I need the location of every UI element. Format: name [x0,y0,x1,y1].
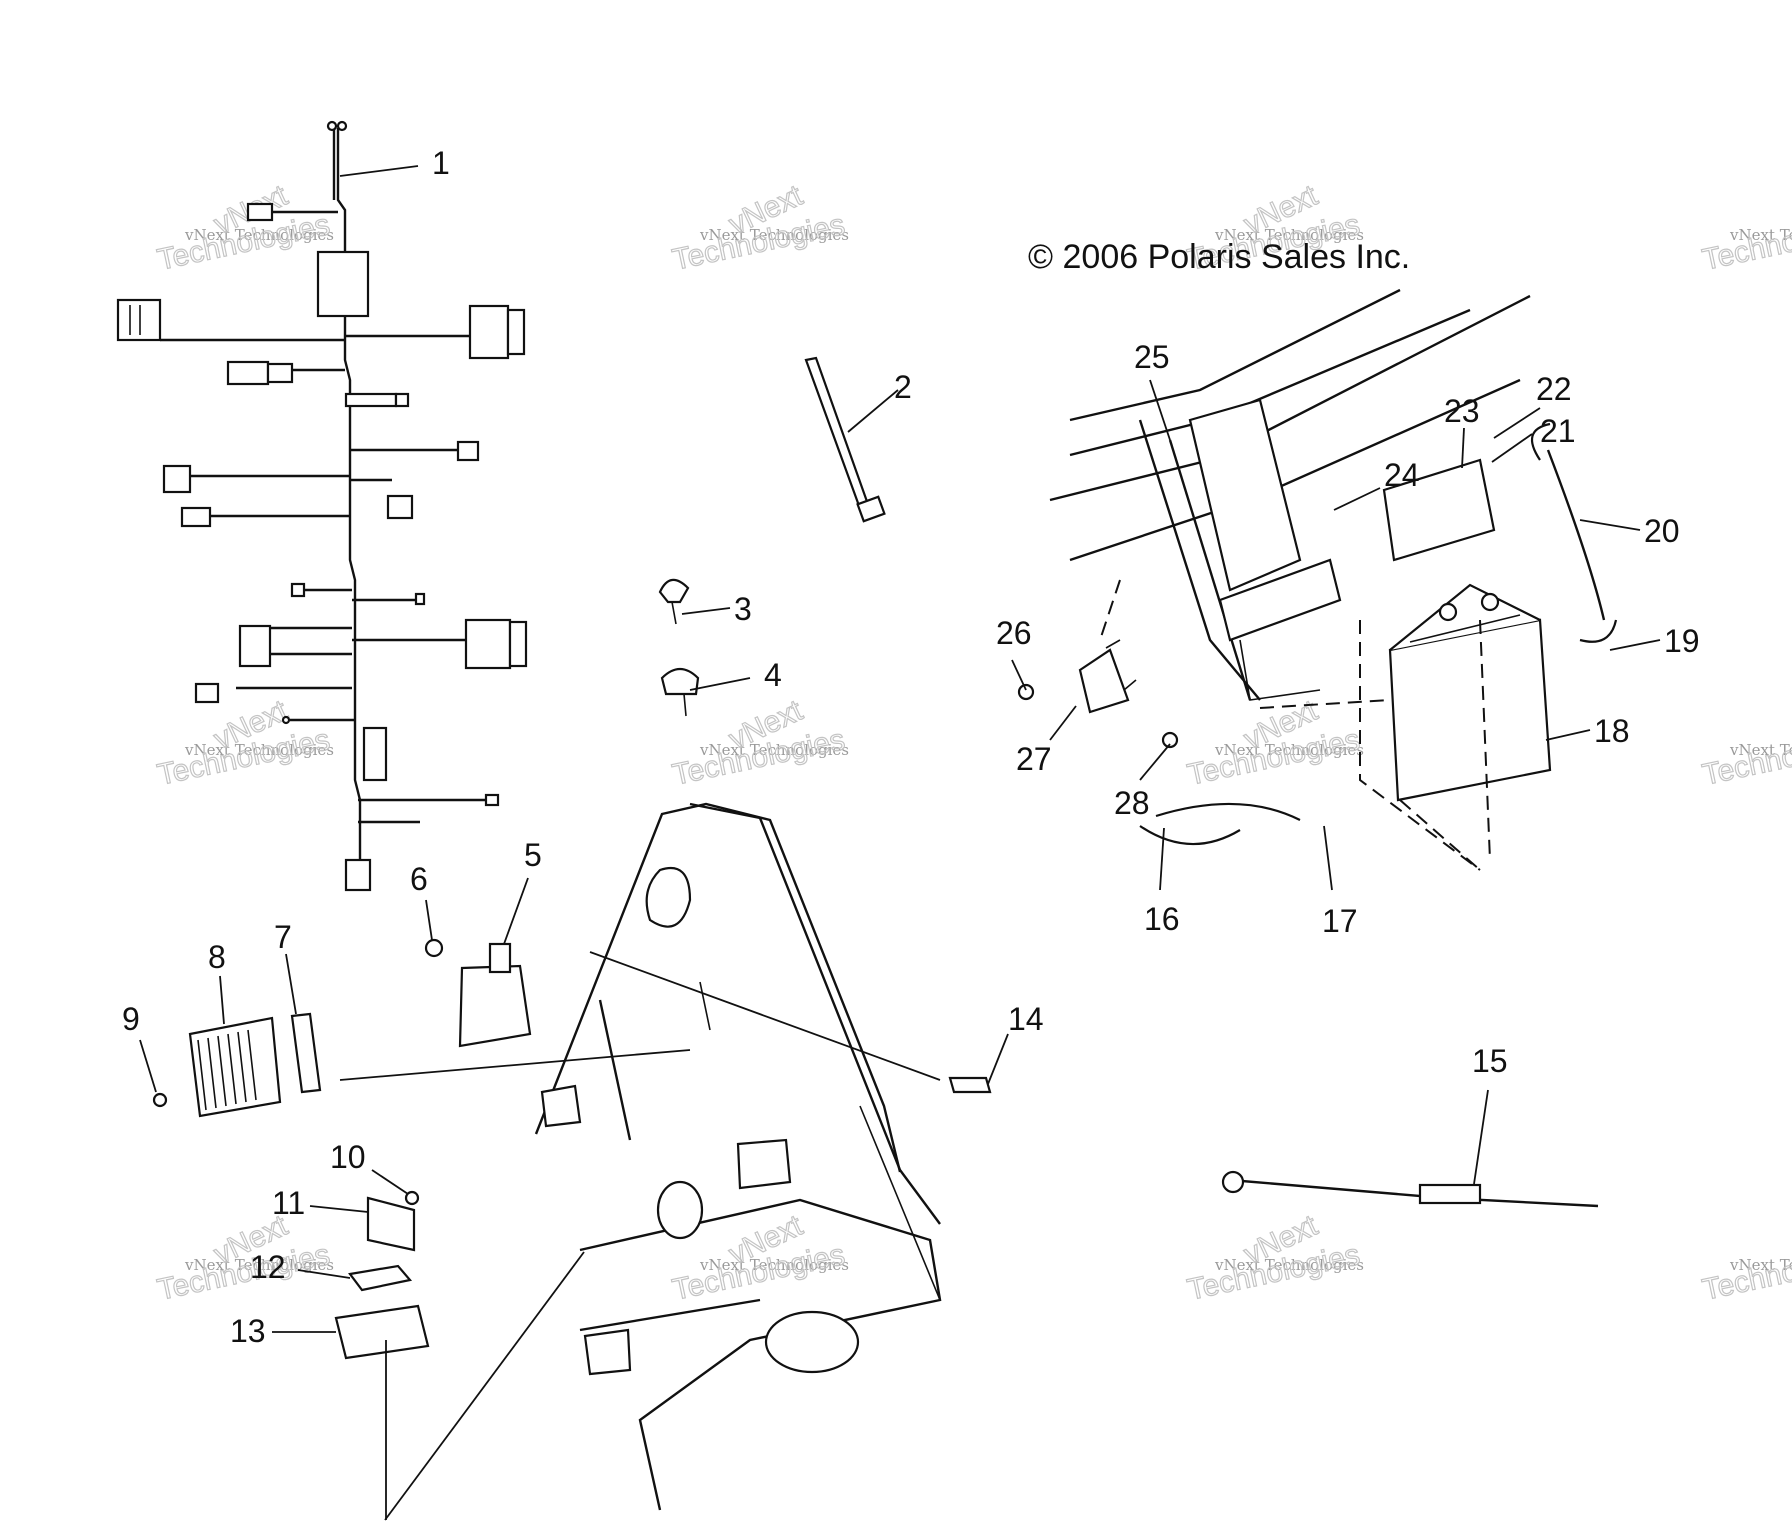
watermark-text: vNext Technologies [1214,741,1364,759]
part-label-18: 18 [1594,713,1630,749]
part-label-19: 19 [1664,623,1700,659]
part-label-14: 14 [1008,1001,1044,1037]
part-label-27: 27 [1016,741,1052,777]
watermark-text: vNext Technologies [1214,226,1364,244]
part-label-6: 6 [410,861,428,897]
watermark-text: vNext Technologies [1214,1256,1364,1274]
part-label-2: 2 [894,369,912,405]
part-label-20: 20 [1644,513,1680,549]
cdi-module[interactable] [334,1190,430,1360]
part-label-22: 22 [1536,371,1572,407]
watermark-text: Technologies [1700,208,1792,277]
part-label-26: 26 [996,615,1032,651]
battery[interactable] [1388,583,1552,802]
watermark-text: vNext Technologies [1729,741,1792,759]
part-label-3: 3 [734,591,752,627]
part-label-4: 4 [764,657,782,693]
battery-frame [1049,288,1531,701]
watermark: vNext Technologies Technologies vNext [154,178,334,277]
clip[interactable] [660,667,700,717]
watermark: vNext Technologies Technologies vNext [154,693,334,792]
watermark: vNext Technologies Technologies [1699,1238,1792,1308]
ignition-coil[interactable] [424,938,532,1048]
battery-cover[interactable] [1382,458,1496,562]
watermark-text: vNext Technologies [1729,226,1792,244]
part-label-17: 17 [1322,903,1358,939]
part-label-25: 25 [1134,339,1170,375]
battery-cable[interactable] [1139,422,1618,1208]
tie-strap[interactable] [804,356,886,523]
part-labels: 1 2 3 4 5 6 7 8 9 10 11 12 13 14 15 16 1… [122,145,1700,1349]
watermark-text: vNext Technologies [699,1256,849,1274]
watermark-text: vNext Technologies [699,741,849,759]
watermark: vNext Technologies Technologies vNext [1184,1208,1364,1307]
voltage-regulator[interactable] [152,1012,322,1118]
part-label-11: 11 [272,1185,305,1221]
copyright-notice: © 2006 Polaris Sales Inc. [1028,238,1410,276]
part-label-8: 8 [208,939,226,975]
watermark: vNext Technologies Technologies vNext [154,1208,334,1307]
part-label-7: 7 [274,919,292,955]
watermark-text: vNext Technologies [184,741,334,759]
watermark: vNext Technologies Technologies [1699,723,1792,793]
chassis-frame [339,802,942,1521]
dashed-guides [1099,579,1491,871]
part-label-24: 24 [1384,457,1420,493]
starter-solenoid[interactable] [1017,639,1179,749]
part-label-16: 16 [1144,901,1180,937]
wiring-harness[interactable] [116,120,528,892]
part-label-23: 23 [1444,393,1480,429]
part-label-12: 12 [250,1249,286,1285]
part-label-10: 10 [330,1139,366,1175]
part-label-15: 15 [1472,1043,1508,1079]
part-label-9: 9 [122,1001,140,1037]
leader-lines [139,165,1661,1333]
watermark: vNext Technologies Technologies vNext [669,693,849,792]
watermark-text: vNext Technologies [184,226,334,244]
part-label-21: 21 [1540,413,1576,449]
watermark: vNext Technologies Technologies vNext [1184,693,1364,792]
part-label-13: 13 [230,1313,266,1349]
part-label-1: 1 [432,145,450,181]
watermark-text: vNext Technologies [699,226,849,244]
watermark-text: vNext Technologies [1729,1256,1792,1274]
clip[interactable] [658,578,690,625]
watermark-text: vNext Technologies [184,1256,334,1274]
watermark: vNext Technologies Technologies vNext [669,178,849,277]
bolt[interactable] [948,1076,992,1094]
part-label-28: 28 [1114,785,1150,821]
watermark-text: Technologies [1700,1238,1792,1307]
watermark-text: Technologies [1700,723,1792,792]
watermark: vNext Technologies Technologies [1699,208,1792,278]
part-label-5: 5 [524,837,542,873]
